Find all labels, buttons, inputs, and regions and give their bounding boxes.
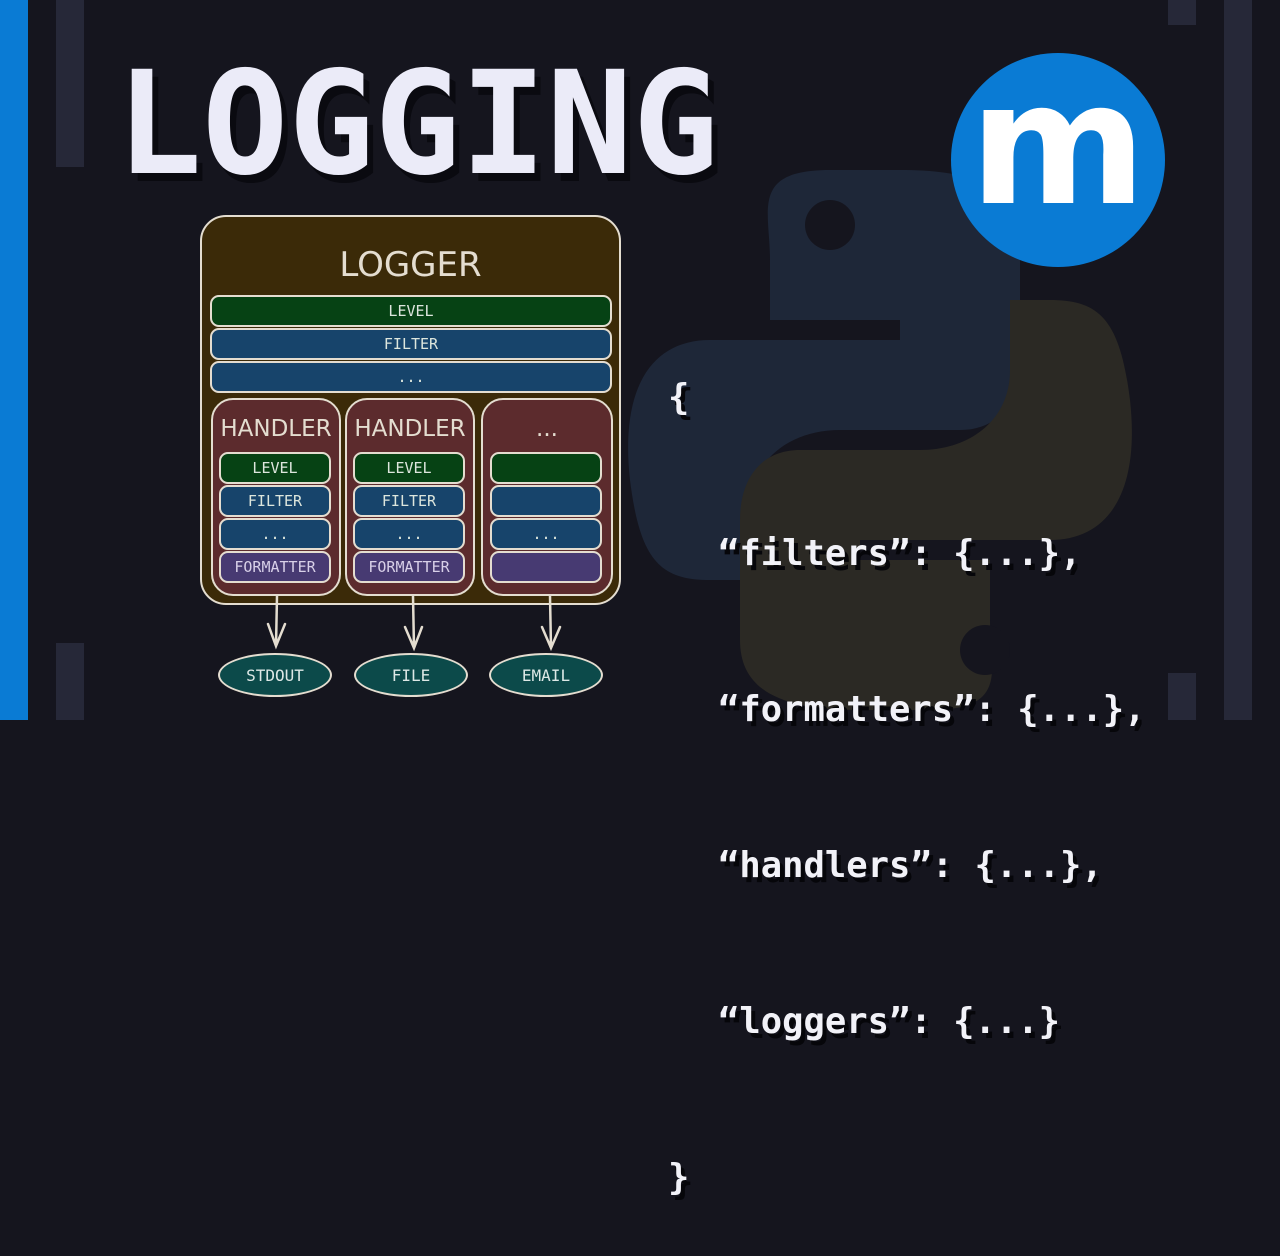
arrow-email	[540, 594, 562, 652]
decor-bar	[1168, 0, 1196, 25]
logger-more-row: ...	[210, 361, 612, 393]
output-email: EMAIL	[489, 653, 603, 697]
handler-level-row: LEVEL	[353, 452, 465, 484]
code-close-brace: }	[668, 1157, 690, 1198]
decor-bar	[56, 643, 84, 720]
handler-box: HANDLER LEVEL FILTER ... FORMATTER	[211, 398, 341, 596]
decor-bar	[56, 0, 84, 167]
code-line-formatters: “formatters”: {...},	[718, 689, 1146, 730]
code-line-loggers: “loggers”: {...}	[718, 1001, 1060, 1042]
handler-formatter-row: FORMATTER	[219, 551, 331, 583]
handler-formatter-row	[490, 551, 602, 583]
handler-box: ... ...	[481, 398, 613, 596]
python-logo-watermark	[628, 170, 1132, 710]
handler-box: HANDLER LEVEL FILTER ... FORMATTER	[345, 398, 475, 596]
output-stdout: STDOUT	[218, 653, 332, 697]
code-open-brace: {	[668, 377, 690, 418]
handler-more-row: ...	[490, 518, 602, 550]
handler-filter-row	[490, 485, 602, 517]
logger-box: LOGGER LEVEL FILTER ... HANDLER LEVEL FI…	[200, 215, 621, 605]
output-file: FILE	[354, 653, 468, 697]
logger-filter-row: FILTER	[210, 328, 612, 360]
logo-letter: m	[969, 46, 1147, 244]
config-code: { “filters”: {...}, “formatters”: {...},…	[668, 268, 1145, 1256]
decor-bar	[1224, 0, 1252, 720]
handler-label: ...	[536, 416, 558, 442]
accent-bar	[0, 0, 28, 720]
code-line-filters: “filters”: {...},	[718, 533, 1082, 574]
logger-level-row: LEVEL	[210, 295, 612, 327]
handler-level-row	[490, 452, 602, 484]
handler-label: HANDLER	[354, 416, 466, 442]
arrows	[266, 594, 562, 652]
code-line-handlers: “handlers”: {...},	[718, 845, 1103, 886]
handler-label: HANDLER	[220, 416, 332, 442]
page-title: LOGGING	[116, 40, 719, 207]
channel-logo: m	[951, 53, 1165, 267]
handler-filter-row: FILTER	[219, 485, 331, 517]
arrow-stdout	[266, 594, 287, 650]
decor-bar	[1168, 673, 1196, 720]
arrow-file	[403, 594, 424, 652]
handler-more-row: ...	[219, 518, 331, 550]
handler-more-row: ...	[353, 518, 465, 550]
handler-level-row: LEVEL	[219, 452, 331, 484]
handler-filter-row: FILTER	[353, 485, 465, 517]
handler-formatter-row: FORMATTER	[353, 551, 465, 583]
logger-label: LOGGER	[339, 245, 482, 285]
